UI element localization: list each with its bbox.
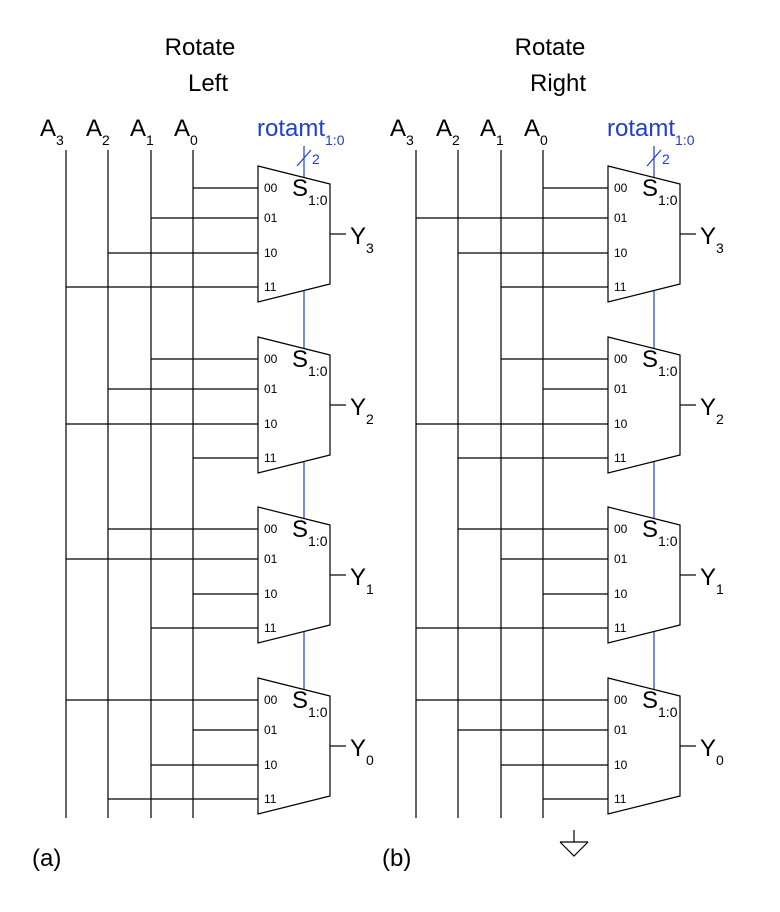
panel-title-line1: Rotate bbox=[165, 34, 236, 61]
control-label-rotamt: rotamt1:0 bbox=[257, 115, 345, 148]
mux-pin-label: 00 bbox=[614, 352, 628, 366]
mux-select-label: S1:0 bbox=[292, 516, 328, 549]
panel-title-line2: Left bbox=[188, 70, 228, 97]
output-label-Y1: Y1 bbox=[700, 564, 724, 597]
input-label-A0: A0 bbox=[174, 115, 198, 148]
mux-Y1: 00 01 10 11 S1:0Y1 bbox=[416, 506, 724, 644]
mux-select-label: S1:0 bbox=[292, 346, 328, 379]
mux-pin-label: 01 bbox=[614, 723, 628, 737]
mux-pin-label: 10 bbox=[264, 417, 278, 431]
mux-Y2: 00 01 10 11 S1:0Y2 bbox=[66, 336, 374, 474]
mux-pin-label: 01 bbox=[264, 382, 278, 396]
mux-pin-label: 00 bbox=[264, 522, 278, 536]
mux-pin-label: 11 bbox=[614, 451, 627, 465]
mux-pin-label: 00 bbox=[614, 522, 628, 536]
mux-pin-label: 10 bbox=[264, 246, 278, 260]
mux-body bbox=[257, 677, 331, 815]
mux-Y1: 00 01 10 11 S1:0Y1 bbox=[66, 506, 374, 644]
input-label-A1: A1 bbox=[480, 115, 504, 148]
mux-pin-label: 11 bbox=[264, 451, 277, 465]
input-label-A1: A1 bbox=[130, 115, 154, 148]
mux-pin-label: 10 bbox=[264, 758, 278, 772]
panel-title-line2: Right bbox=[530, 70, 586, 97]
mux-pin-label: 10 bbox=[614, 246, 628, 260]
mux-body bbox=[257, 506, 331, 644]
mux-select-label: S1:0 bbox=[292, 687, 328, 720]
input-label-A3: A3 bbox=[40, 115, 64, 148]
mux-Y0: 00 01 10 11 S1:0Y0 bbox=[66, 677, 374, 815]
mux-pin-label: 00 bbox=[264, 693, 278, 707]
mux-select-label: S1:0 bbox=[642, 516, 678, 549]
mux-Y2: 00 01 10 11 S1:0Y2 bbox=[416, 336, 724, 474]
mux-pin-label: 11 bbox=[264, 792, 277, 806]
mux-pin-label: 10 bbox=[264, 587, 278, 601]
bus-width-label: 2 bbox=[312, 151, 320, 167]
mux-pin-label: 01 bbox=[264, 211, 278, 225]
mux-pin-label: 00 bbox=[264, 181, 278, 195]
mux-Y3: 00 01 10 11 S1:0Y3 bbox=[66, 165, 374, 303]
mux-select-label: S1:0 bbox=[292, 175, 328, 208]
output-label-Y0: Y0 bbox=[350, 735, 374, 768]
mux-Y0: 00 01 10 11 S1:0Y0 bbox=[416, 677, 724, 815]
mux-pin-label: 01 bbox=[264, 552, 278, 566]
mux-Y3: 00 01 10 11 S1:0Y3 bbox=[416, 165, 724, 303]
panel-caption: (b) bbox=[382, 845, 411, 872]
mux-pin-label: 01 bbox=[264, 723, 278, 737]
ground-icon bbox=[559, 830, 589, 857]
mux-pin-label: 00 bbox=[264, 352, 278, 366]
mux-pin-label: 00 bbox=[614, 693, 628, 707]
mux-select-label: S1:0 bbox=[642, 175, 678, 208]
input-label-A2: A2 bbox=[436, 115, 460, 148]
output-label-Y2: Y2 bbox=[350, 394, 374, 427]
panel-caption: (a) bbox=[32, 845, 61, 872]
mux-select-label: S1:0 bbox=[642, 687, 678, 720]
mux-pin-label: 01 bbox=[614, 382, 628, 396]
mux-pin-label: 11 bbox=[614, 621, 627, 635]
mux-pin-label: 10 bbox=[614, 417, 628, 431]
control-label-rotamt: rotamt1:0 bbox=[607, 115, 695, 148]
input-label-A0: A0 bbox=[524, 115, 548, 148]
bus-width-label: 2 bbox=[662, 151, 670, 167]
bus-width-slash bbox=[296, 149, 312, 167]
mux-pin-label: 01 bbox=[614, 211, 628, 225]
output-label-Y3: Y3 bbox=[350, 223, 374, 256]
output-label-Y3: Y3 bbox=[700, 223, 724, 256]
bus-width-slash bbox=[646, 149, 662, 167]
mux-select-label: S1:0 bbox=[642, 346, 678, 379]
mux-pin-label: 00 bbox=[614, 181, 628, 195]
input-label-A2: A2 bbox=[86, 115, 110, 148]
mux-pin-label: 01 bbox=[614, 552, 628, 566]
mux-body bbox=[607, 506, 681, 644]
panel-title-line1: Rotate bbox=[515, 34, 586, 61]
output-label-Y2: Y2 bbox=[700, 394, 724, 427]
mux-pin-label: 11 bbox=[264, 280, 277, 294]
mux-pin-label: 10 bbox=[614, 758, 628, 772]
mux-pin-label: 11 bbox=[614, 792, 627, 806]
mux-pin-label: 11 bbox=[264, 621, 277, 635]
output-label-Y1: Y1 bbox=[350, 564, 374, 597]
output-label-Y0: Y0 bbox=[700, 735, 724, 768]
mux-body bbox=[607, 677, 681, 815]
mux-pin-label: 11 bbox=[614, 280, 627, 294]
mux-body bbox=[257, 336, 331, 474]
mux-body bbox=[607, 165, 681, 303]
mux-body bbox=[257, 165, 331, 303]
input-label-A3: A3 bbox=[390, 115, 414, 148]
mux-pin-label: 10 bbox=[614, 587, 628, 601]
mux-body bbox=[607, 336, 681, 474]
